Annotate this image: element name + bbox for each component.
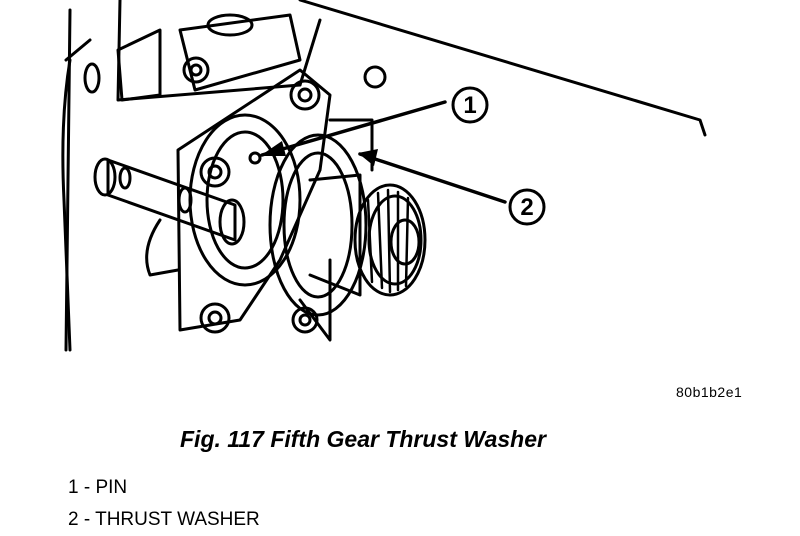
retainer-bolt-left <box>199 156 231 188</box>
callout-1-number: 1 <box>463 92 476 119</box>
gear-bore <box>389 218 421 266</box>
arrowhead-1 <box>260 141 286 156</box>
shaft-end <box>93 157 117 197</box>
callout-1: 1 <box>451 86 489 124</box>
case-outline <box>64 0 707 352</box>
arrowhead-2 <box>358 149 378 166</box>
shaft-slot-1 <box>118 166 132 190</box>
upper-slot <box>206 13 254 37</box>
retainer-bolt-bottom <box>199 302 231 334</box>
upper-housing <box>178 13 302 92</box>
legend-item-pin: 1 - PIN <box>68 477 128 498</box>
gear-face <box>353 183 427 297</box>
bearing-inner <box>205 130 285 270</box>
thrust-washer <box>268 133 368 317</box>
transmission-illustration: 1 2 <box>61 0 707 352</box>
callout-2-number: 2 <box>520 194 533 221</box>
legend: 1 - PIN 2 - THRUST WASHER <box>68 472 260 536</box>
figure-caption: Fig. 117 Fifth Gear Thrust Washer <box>180 426 546 452</box>
shaft-collar <box>218 198 246 246</box>
retainer-bolt-top <box>289 79 321 111</box>
callout-2: 2 <box>508 188 546 226</box>
leader-1 <box>260 100 447 157</box>
pin <box>248 151 262 165</box>
shaft-slot-2 <box>177 186 193 214</box>
case-port <box>83 62 101 94</box>
gear-teeth <box>366 188 410 294</box>
gear-hub <box>308 173 362 297</box>
case-left-edge <box>61 58 72 352</box>
upper-bolt <box>182 56 210 84</box>
upper-right-bolt <box>363 65 387 89</box>
gasket-plate <box>116 28 162 102</box>
output-shaft <box>106 158 237 242</box>
bracket-tab <box>145 218 180 277</box>
leader-2 <box>358 152 507 204</box>
legend-item-thrust-washer: 2 - THRUST WASHER <box>68 509 260 530</box>
figure-code: 80b1b2e1 <box>676 384 743 400</box>
